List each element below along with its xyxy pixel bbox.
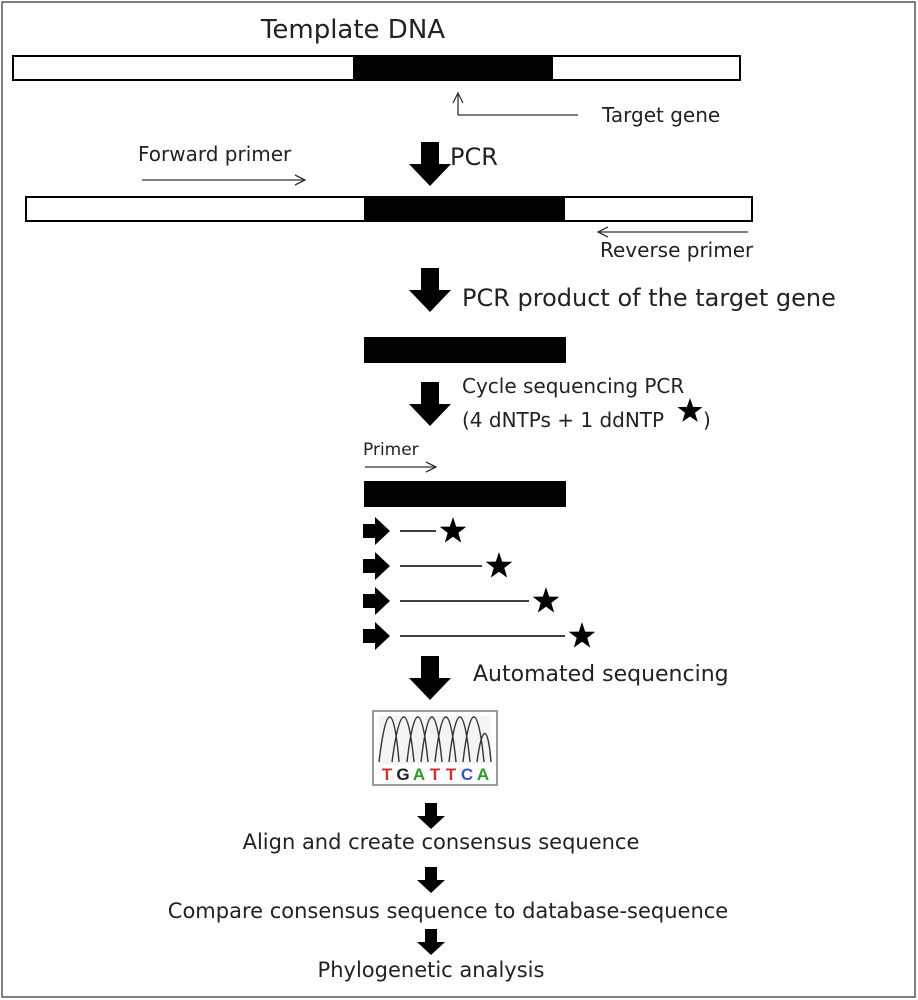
template-dna-strand <box>12 55 741 81</box>
label-compare: Compare consensus sequence to database-s… <box>168 899 728 923</box>
star-icon <box>439 517 467 543</box>
label-pcr-product: PCR product of the target gene <box>462 284 836 312</box>
extension-product-3 <box>363 587 560 615</box>
block-arrow-icon <box>363 622 390 650</box>
star-icon <box>485 552 513 578</box>
chromatogram-base-3: T <box>430 765 441 784</box>
chromatogram-trace <box>378 716 492 763</box>
down-arrow-icon <box>409 382 451 426</box>
sequencing-template-bar <box>364 481 566 507</box>
label-primer: Primer <box>363 440 419 460</box>
chromatogram-base-2: A <box>413 765 425 784</box>
chromatogram-icon: T G A T T C A <box>372 710 498 786</box>
label-reverse-primer: Reverse primer <box>600 238 754 262</box>
chromatogram-base-1: G <box>396 765 409 784</box>
pcr-dna-strand <box>25 196 753 222</box>
label-pcr: PCR <box>450 143 498 171</box>
chromatogram-base-0: T <box>382 765 393 784</box>
chromatogram-base-4: T <box>446 765 457 784</box>
label-cycle-sequencing-close: ) <box>703 408 711 432</box>
title-template-dna: Template DNA <box>260 15 445 45</box>
chromatogram-base-5: C <box>461 765 473 784</box>
label-cycle-sequencing: Cycle sequencing PCR <box>462 374 684 398</box>
target-gene-region <box>353 56 553 80</box>
down-arrow-icon <box>409 268 451 312</box>
block-arrow-icon <box>363 517 390 545</box>
star-icon <box>568 622 596 648</box>
extension-product-2 <box>363 552 513 580</box>
down-arrow-icon <box>417 803 445 829</box>
extension-product-1 <box>363 517 467 545</box>
down-arrow-icon <box>409 656 451 700</box>
label-target-gene: Target gene <box>601 103 720 127</box>
label-cycle-sequencing-reagents: (4 dNTPs + 1 ddNTP <box>462 408 664 432</box>
label-forward-primer: Forward primer <box>138 142 292 166</box>
label-phylogenetic: Phylogenetic analysis <box>318 958 545 982</box>
label-align: Align and create consensus sequence <box>243 830 640 854</box>
block-arrow-icon <box>363 552 390 580</box>
star-icon <box>532 587 560 613</box>
chromatogram-base-6: A <box>477 765 489 784</box>
star-icon <box>677 398 703 422</box>
label-automated-sequencing: Automated sequencing <box>473 662 729 687</box>
extension-product-4 <box>363 622 596 650</box>
block-arrow-icon <box>363 587 390 615</box>
down-arrow-icon <box>417 867 445 893</box>
down-arrow-icon <box>417 929 445 955</box>
down-arrow-icon <box>409 142 451 186</box>
pcr-product-bar <box>364 337 566 363</box>
